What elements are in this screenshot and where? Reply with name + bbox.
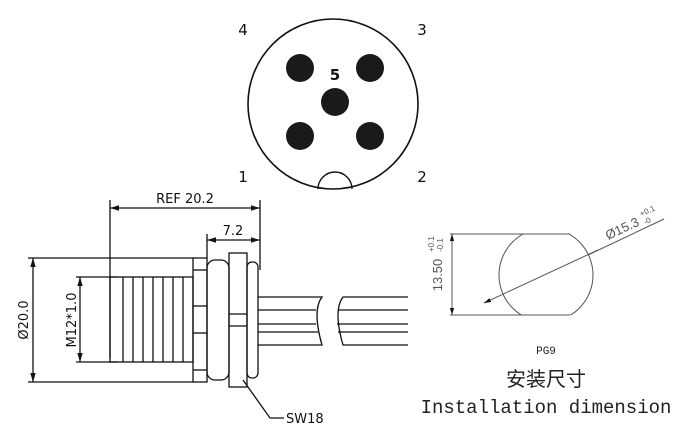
pin-label-2: 2 <box>417 168 427 186</box>
svg-text:13.50: 13.50 <box>430 259 445 292</box>
diameter-dimension: Ø15.3 +0.1 -0 <box>603 203 657 242</box>
nut <box>228 252 248 388</box>
installation-cutout <box>449 218 665 316</box>
flange <box>192 257 208 383</box>
pin-1 <box>286 122 314 150</box>
svg-text:+0.1: +0.1 <box>427 236 436 252</box>
title-en: Installation dimension <box>421 397 672 419</box>
pin-2 <box>356 122 384 150</box>
pinout-face: 4 3 5 1 2 <box>238 18 427 190</box>
nut-length-label: 7.2 <box>223 224 244 239</box>
title-cn: 安装尺寸 <box>506 368 586 393</box>
svg-text:-0.1: -0.1 <box>436 238 445 252</box>
thread-lines <box>122 277 184 362</box>
height-dimension: 13.50 +0.1 -0.1 <box>427 236 445 292</box>
pin-3 <box>356 54 384 82</box>
svg-text:-0: -0 <box>642 215 653 226</box>
wrench-label: SW18 <box>286 412 324 427</box>
type-label: PG9 <box>536 346 556 358</box>
cable <box>258 296 408 346</box>
pin-5 <box>321 88 349 116</box>
pin-label-1: 1 <box>238 168 248 186</box>
pin-label-3: 3 <box>417 21 427 39</box>
pin-label-5: 5 <box>330 66 340 84</box>
thread-label: M12*1.0 <box>65 293 80 348</box>
pin-label-4: 4 <box>238 21 248 39</box>
diameter-label: Ø20.0 <box>17 300 32 339</box>
pin-4 <box>286 54 314 82</box>
side-view <box>28 200 408 419</box>
washer <box>206 259 230 381</box>
ref-length-label: REF 20.2 <box>156 192 214 207</box>
